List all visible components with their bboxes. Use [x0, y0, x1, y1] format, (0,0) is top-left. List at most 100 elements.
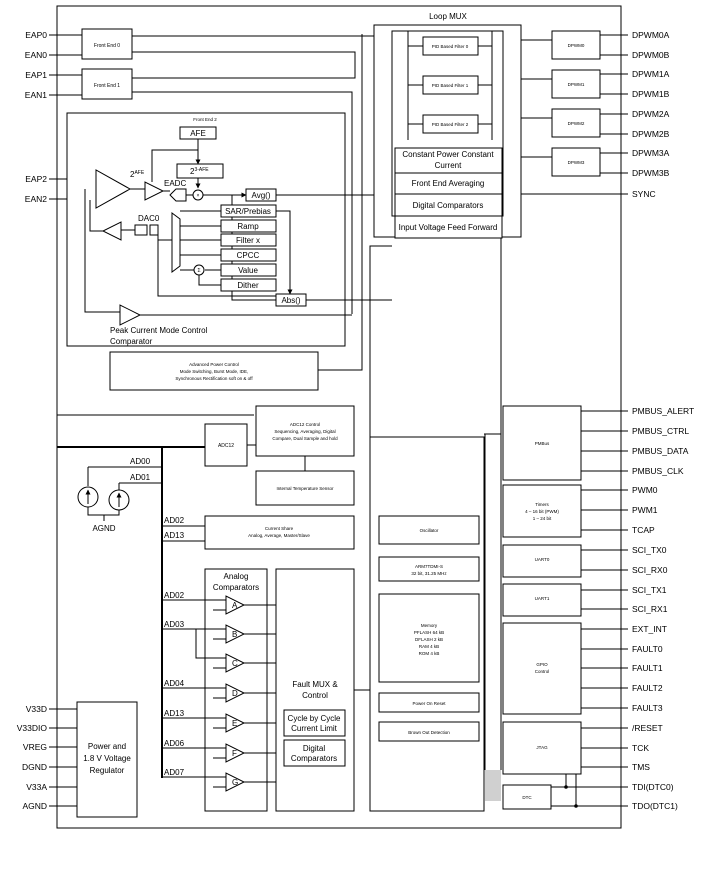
pmbus	[502, 405, 582, 481]
dpwm1	[551, 69, 601, 99]
comp-g-letter: G	[232, 778, 238, 787]
pin-v33a: V33A	[26, 782, 47, 792]
pin-tdo: TDO(DTC1)	[632, 801, 678, 811]
apc-title: Advanced Power Control	[189, 362, 239, 367]
eadc-label: EADC	[164, 179, 186, 188]
share-2: Analog, Average, Master/Slave	[248, 533, 310, 538]
right-pins-top: DPWM0A DPWM0B DPWM1A DPWM1B DPWM2A DPWM2…	[632, 30, 670, 199]
fault-mux-1: Fault MUX &	[292, 680, 338, 689]
pin-tdi: TDI(DTC0)	[632, 782, 674, 792]
dac-box	[134, 224, 148, 236]
digital-comparators	[283, 739, 346, 767]
abs-label: Abs()	[281, 296, 300, 305]
filter-label: Filter x	[236, 236, 260, 245]
pin-dpwm0a: DPWM0A	[632, 30, 670, 40]
pin-sync: SYNC	[632, 189, 656, 199]
ad07-label: AD07	[164, 768, 185, 777]
pin-dpwm2b: DPWM2B	[632, 129, 670, 139]
comparator-c	[225, 653, 246, 673]
pin-sci-rx0: SCI_RX0	[632, 565, 668, 575]
cycle-2: Current Limit	[291, 724, 338, 733]
pin-tcap: TCAP	[632, 525, 655, 535]
dpwm3	[551, 147, 601, 177]
pin-pmbus-alert: PMBUS_ALERT	[632, 406, 694, 416]
timers-1: Timers	[535, 502, 549, 507]
mem-4: RAM 4 kB	[419, 644, 439, 649]
pin-dpwm1a: DPWM1A	[632, 69, 670, 79]
pin-fault2: FAULT2	[632, 683, 663, 693]
pin-agnd: AGND	[22, 801, 47, 811]
dac-mux	[171, 212, 181, 273]
pin-sci-rx1: SCI_RX1	[632, 604, 668, 614]
pid1-label: PID Based Filter 1	[432, 83, 469, 88]
afe-label: AFE	[190, 129, 206, 138]
power-3: Regulator	[90, 766, 125, 775]
apc-line-3: Synchronous Rectification soft on & off	[175, 376, 253, 381]
pin-fault3: FAULT3	[632, 703, 663, 713]
share-1: Current Share	[265, 526, 294, 531]
comp-b-letter: B	[232, 630, 237, 639]
current-share	[204, 515, 355, 550]
oscillator	[378, 515, 480, 545]
cpcc-feature-1: Constant Power Constant	[402, 150, 494, 159]
apc-line-2: Mode Switching, Burst Mode, IDE,	[180, 369, 249, 374]
ad00-label: AD00	[130, 457, 151, 466]
feature-blocks	[394, 147, 503, 239]
dpwm2-label: DPWM2	[568, 121, 585, 126]
pin-ean1: EAN1	[25, 90, 47, 100]
adc12-control-2: Sequencing, Averaging, Digital	[274, 429, 335, 434]
jtag-label: JTAG	[536, 745, 548, 750]
mem-1: Memory	[421, 623, 438, 628]
pin-dpwm1b: DPWM1B	[632, 89, 670, 99]
pmbus-label: PMBus	[535, 441, 550, 446]
mem-2: PFLASH 64 kB	[414, 630, 444, 635]
comparator-a	[225, 595, 246, 615]
cpcc-feature-2: Current	[435, 161, 462, 170]
memory	[378, 593, 480, 683]
comparator-d	[225, 683, 246, 703]
osc-label: Oscillator	[420, 528, 439, 533]
ad04-label: AD04	[164, 679, 185, 688]
vff-feature: Input Voltage Feed Forward	[399, 223, 498, 232]
pin-ext-int: EXT_INT	[632, 624, 667, 634]
arm-1: ARM7TDMI-S	[415, 564, 443, 569]
pga-gain-label: 2AFE	[130, 170, 145, 179]
pin-reset: /RESET	[632, 723, 663, 733]
comp-d-letter: D	[232, 689, 238, 698]
uart1	[502, 583, 582, 617]
dtc	[502, 784, 552, 810]
pin-eap1: EAP1	[25, 70, 47, 80]
ad02-comp-label: AD02	[164, 591, 185, 600]
analog-comp-title-2: Comparators	[213, 583, 259, 592]
pin-sci-tx0: SCI_TX0	[632, 545, 667, 555]
ad13-comp-label: AD13	[164, 709, 185, 718]
timers-3: 1 – 24 bit	[533, 516, 552, 521]
mem-3: DFLASH 2 kB	[415, 637, 443, 642]
digital-comparators-feature: Digital Comparators	[413, 201, 484, 210]
ad01-label: AD01	[130, 473, 151, 482]
dpwm2	[551, 108, 601, 138]
power-on-reset	[378, 692, 480, 713]
timers-2: 4 – 16 bit (PWM)	[525, 509, 559, 514]
temp-sensor-label: Internal Temperature Sensor	[277, 486, 334, 491]
pin-pmbus-clk: PMBUS_CLK	[632, 466, 684, 476]
comparator-f	[225, 743, 246, 763]
comp-f-letter: F	[232, 749, 237, 758]
comparator-g	[225, 772, 246, 792]
ad02-share-label: AD02	[164, 516, 185, 525]
pin-dpwm2a: DPWM2A	[632, 109, 670, 119]
pid2-label: PID Based Filter 2	[432, 122, 469, 127]
pin-eap2: EAP2	[25, 174, 47, 184]
comparator-e	[225, 713, 246, 733]
avg-label: Avg()	[252, 191, 271, 200]
por-label: Power On Reset	[412, 701, 446, 706]
uart0	[502, 544, 582, 578]
power-2: 1.8 V Voltage	[83, 754, 131, 763]
peak-comparator	[119, 304, 142, 326]
pin-ean2: EAN2	[25, 194, 47, 204]
timers	[502, 484, 582, 538]
uart1-label: UART1	[535, 596, 550, 601]
pin-dpwm3a: DPWM3A	[632, 148, 670, 158]
bod-label: Brown Out Detection	[408, 730, 450, 735]
pin-ean0: EAN0	[25, 50, 47, 60]
